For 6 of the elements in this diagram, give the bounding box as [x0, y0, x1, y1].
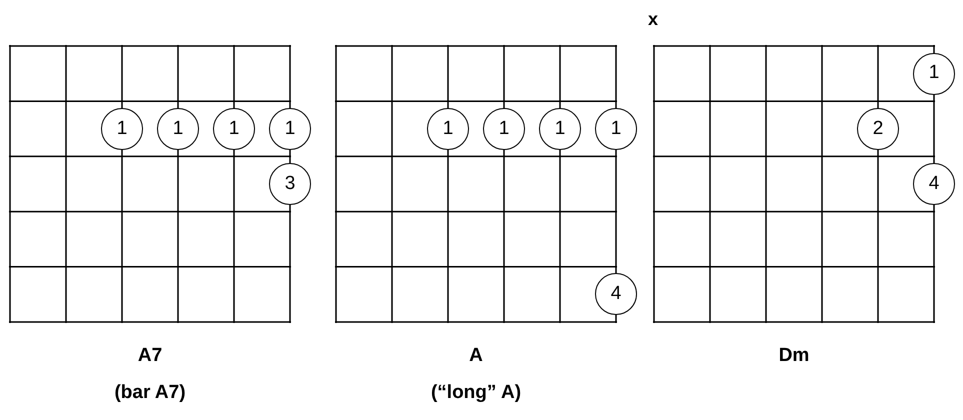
- chord-name: Dm: [778, 344, 810, 368]
- chord-name: A: [468, 344, 484, 368]
- chord-name: A7: [136, 344, 164, 368]
- chord-subtitle: (bar A7): [113, 381, 187, 405]
- muted-string-mark: x: [648, 10, 658, 28]
- chord-subtitle: (“long” A): [430, 381, 522, 405]
